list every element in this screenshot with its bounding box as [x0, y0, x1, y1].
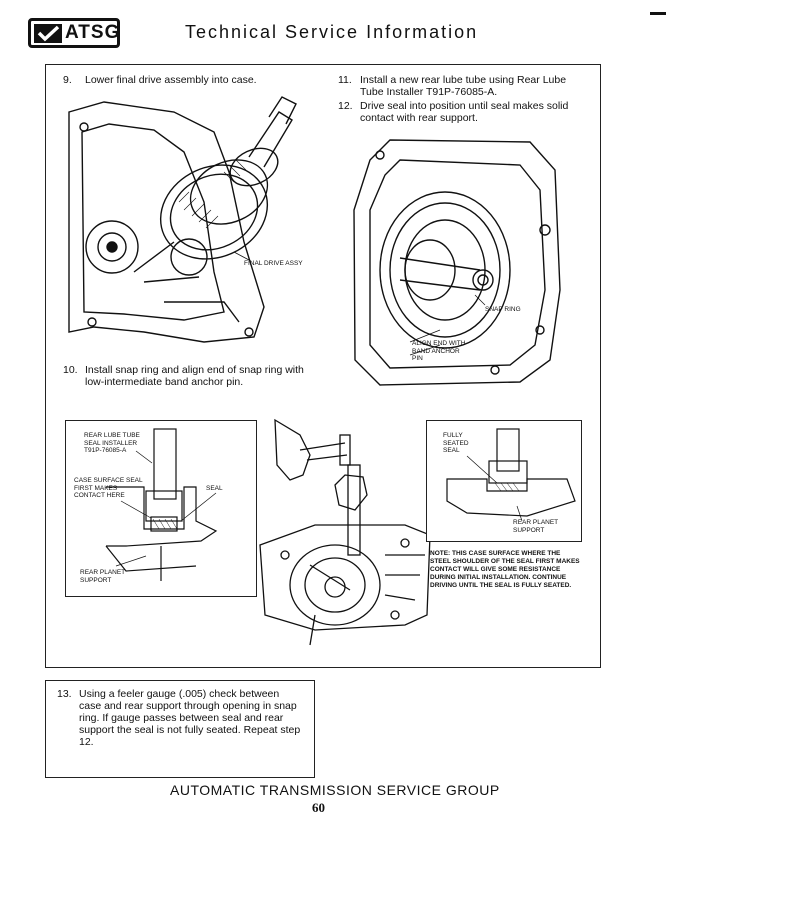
seated-seal-inset: FULLY SEATED SEAL REAR PLANET SUPPORT: [426, 420, 582, 542]
atsg-logo: ATSG: [28, 18, 120, 48]
page-title: Technical Service Information: [185, 22, 479, 42]
step-number: 10.: [63, 364, 78, 376]
checkmark-icon: [34, 24, 62, 43]
page-number: 60: [312, 800, 325, 815]
step-number: 13.: [57, 688, 72, 700]
step-12: 12. Drive seal into position until seal m…: [338, 100, 596, 124]
step-text: Drive seal into position until seal make…: [360, 100, 569, 124]
installer-tool-label: REAR LUBE TUBE SEAL INSTALLER T91P-76085…: [84, 432, 140, 454]
step-text: Install a new rear lube tube using Rear …: [360, 74, 567, 98]
logo-text: ATSG: [65, 22, 121, 43]
snap-ring-illustration: SNAP RING ALIGN END WITH BAND ANCHOR PIN: [350, 130, 570, 390]
step-number: 9.: [63, 74, 72, 86]
rear-planet-support-label: REAR PLANET SUPPORT: [80, 569, 126, 584]
main-figure-frame: [45, 64, 601, 668]
step-13: 13. Using a feeler gauge (.005) check bet…: [57, 688, 307, 748]
align-end-label: ALIGN END WITH BAND ANCHOR PIN: [412, 340, 466, 362]
installation-note: NOTE: THIS CASE SURFACE WHERE THE STEEL …: [430, 550, 580, 589]
seal-driving-illustration: [255, 415, 435, 650]
seal-installer-inset: REAR LUBE TUBE SEAL INSTALLER T91P-76085…: [65, 420, 257, 597]
corner-mark: [650, 12, 666, 15]
step-10: 10. Install snap ring and align end of sn…: [63, 364, 313, 388]
fully-seated-label: FULLY SEATED SEAL: [443, 432, 469, 454]
step-13-box: [45, 680, 315, 778]
case-surface-label: CASE SURFACE SEAL FIRST MAKES CONTACT HE…: [74, 477, 143, 499]
step-text: Using a feeler gauge (.005) check betwee…: [79, 688, 301, 748]
step-number: 11.: [338, 74, 352, 86]
footer-organization: AUTOMATIC TRANSMISSION SERVICE GROUP: [170, 782, 500, 798]
step-text: Install snap ring and align end of snap …: [85, 364, 304, 388]
final-drive-illustration: FINAL DRIVE ASSY: [64, 92, 334, 362]
seal-label: SEAL: [206, 485, 223, 492]
step-number: 12.: [338, 100, 353, 112]
final-drive-label: FINAL DRIVE ASSY: [244, 260, 303, 267]
step-9: 9. Lower final drive assembly into case.: [63, 74, 323, 86]
snap-ring-label: SNAP RING: [485, 306, 521, 313]
step-text: Lower final drive assembly into case.: [85, 74, 257, 86]
rear-planet-support-label: REAR PLANET SUPPORT: [513, 519, 559, 534]
step-11: 11. Install a new rear lube tube using Re…: [338, 74, 596, 98]
